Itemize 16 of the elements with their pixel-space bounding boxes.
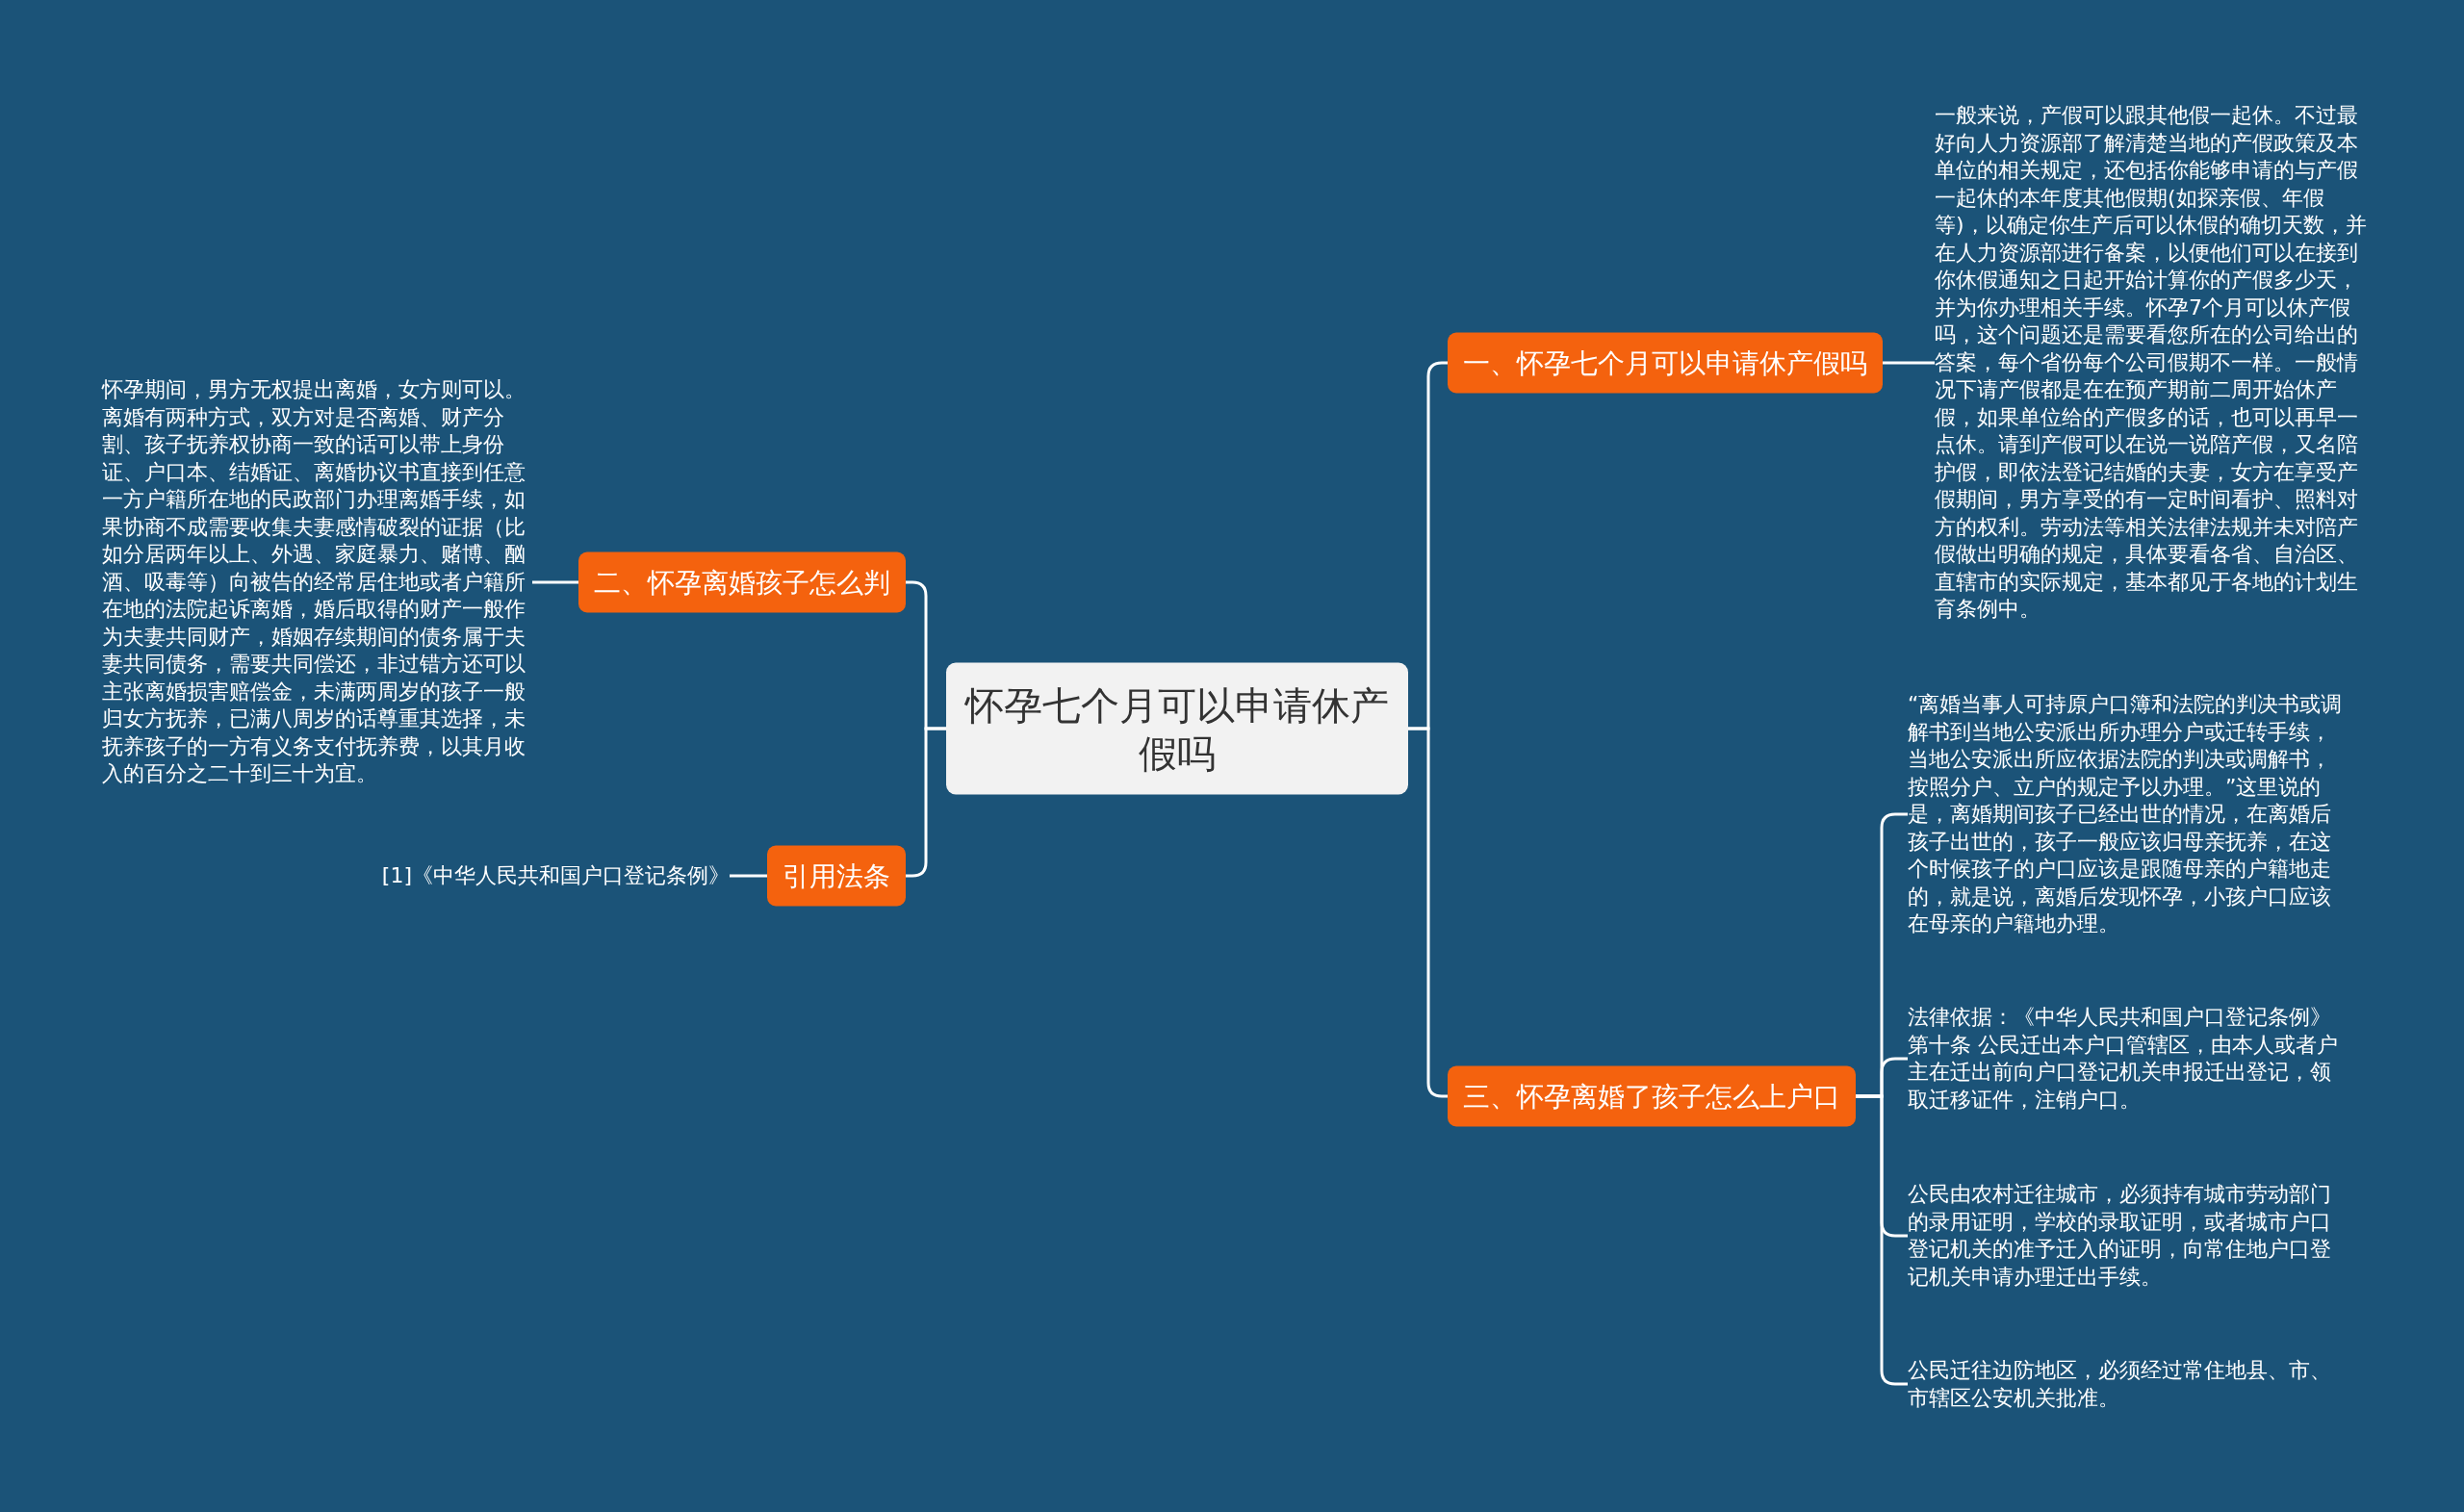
subtopic-box: 二、怀孕离婚孩子怎么判 [578, 551, 906, 613]
note-text: 公民迁往边防地区，必须经过常住地县、市、市辖区公安机关批准。 [1908, 1356, 2343, 1412]
note-text: [1]《中华人民共和国户口登记条例》 [381, 861, 730, 890]
note-text: 一般来说，产假可以跟其他假一起休。不过最好向人力资源部了解清楚当地的产假政策及本单位的相关规定，还包括你能够申请的与产假一起休的本年度其他假期(如探亲假、年假等)，以确定你生产后可以休假的确切天数，并在人力资源部进行备案，以便他们可以在接到你休假通知之日起开始计算你的产假多少天，并为你办理相关手续。怀孕7个月可以休产假吗，这个问题还是需要看您所在的公司给出的答案，每个省份每个公司假期不一样。一般情况下请产假都是在在预产期前二周开始休产假，如果单位给的产假多的话，也可以再早一点休。请到产假可以在说一说陪产假，又名陪护假，即依法登记结婚的夫妻，女方在享受产假期间，男方享受的有一定时间看护、照料对方的权利。劳动法等相关法律法规并未对陪产假做出明确的规定，具体要看各省、自治区、直辖市的实际规定，基本都见于各地的计划生育条例中。 [1935, 102, 2370, 624]
connector-line [1883, 361, 1935, 365]
connector-line [906, 727, 946, 878]
note-text: 法律依据：《中华人民共和国户口登记条例》第十条 公民迁出本户口管辖区，由本人或者户主在迁出前向户口登记机关申报迁出登记，领取迁移证件，注销户口。 [1908, 1004, 2343, 1114]
connector-line [730, 874, 767, 878]
connector-line [532, 580, 578, 584]
subtopic-box: 一、怀孕七个月可以申请休产假吗 [1448, 332, 1883, 394]
note-text: 公民由农村迁往城市，必须持有城市劳动部门的录用证明，学校的录取证明，或者城市户口登记机关的准予迁入的证明，向常住地户口登记机关申请办理迁出手续。 [1908, 1181, 2343, 1291]
subtopic-box: 三、怀孕离婚了孩子怎么上户口 [1448, 1065, 1856, 1127]
note-text: “离婚当事人可持原户口簿和法院的判决书或调解书到当地公安派出所办理分户或迁转手续，当地公安派出所应依据法院的判决或调解书，按照分户、立户的规定予以办理。”这里说的是，离婚期间孩子已经出世的情况，在离婚后孩子出世的，孩子一般应该归母亲抚养，在这个时候孩子的户口应该是跟随母亲的户籍地走的，就是说，离婚后发现怀孕，小孩户口应该在母亲的户籍地办理。 [1908, 690, 2343, 938]
main-topic-box: 怀孕七个月可以申请休产假吗 [946, 662, 1408, 795]
note-text: 怀孕期间，男方无权提出离婚，女方则可以。离婚有两种方式，双方对是否离婚、财产分割、孩子抚养权协商一致的话可以带上身份证、户口本、结婚证、离婚协议书直接到任意一方户籍所在地的民政部门办理离婚手续，如果协商不成需要收集夫妻感情破裂的证据（比如分居两年以上、外遇、家庭暴力、赌博、酗酒、吸毒等）向被告的经常居住地或者户籍所在地的法院起诉离婚，婚后取得的财产一般作为夫妻共同财产，婚姻存续期间的债务属于夫妻共同债务，需要共同偿还，非过错方还可以主张离婚损害赔偿金，未满两周岁的孩子一般归女方抚养，已满八周岁的话尊重其选择，未抚养孩子的一方有义务支付抚养费，以其月收入的百分之二十到三十为宜。 [102, 376, 532, 788]
subtopic-box: 引用法条 [767, 845, 906, 907]
